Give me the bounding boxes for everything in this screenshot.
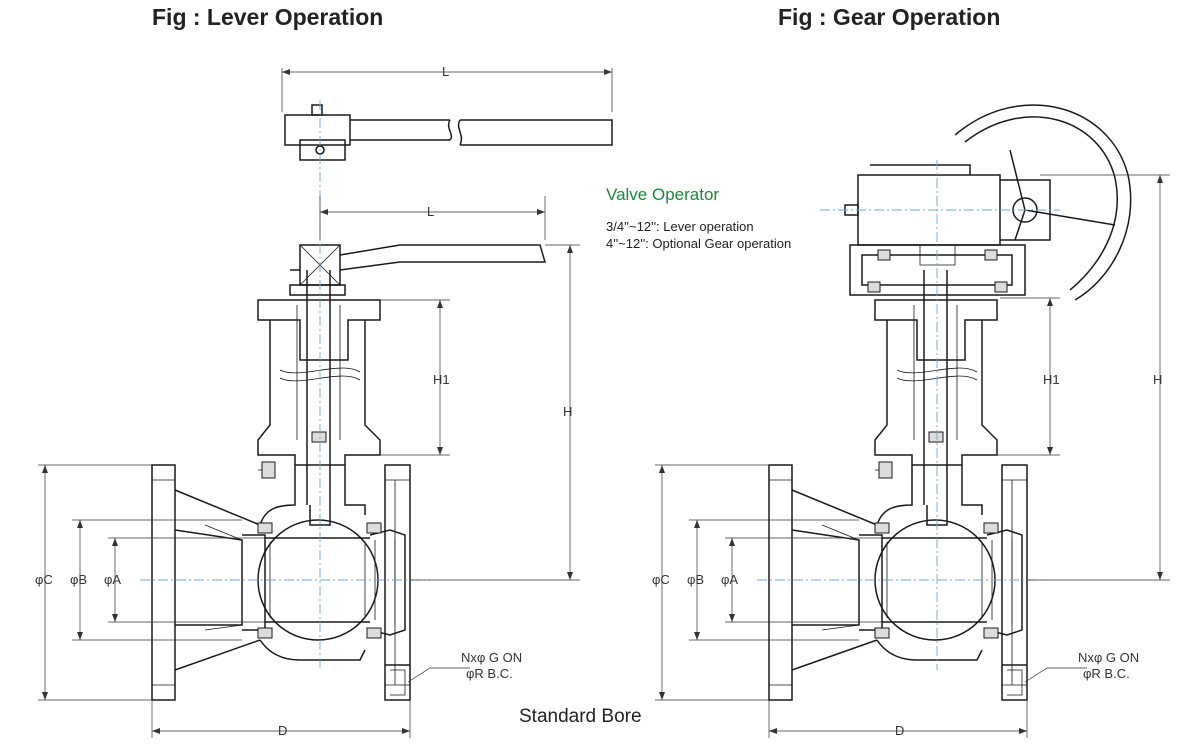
dim-D-gear: D xyxy=(895,723,905,738)
dim-bolt-lever-1: Nxφ G ON xyxy=(461,650,523,665)
dim-H-lever: H xyxy=(563,404,573,419)
valve-operator-lever-note: 3/4''~12'': Lever operation xyxy=(606,219,754,234)
dim-phiB-lever: φB xyxy=(70,572,88,587)
valve-operator-gear-note: 4''~12'': Optional Gear operation xyxy=(606,236,792,251)
gear-figure-title: Fig : Gear Operation xyxy=(778,4,1001,30)
dim-H1-lever: H1 xyxy=(433,372,450,387)
dim-phiB-gear: φB xyxy=(687,572,705,587)
lever-figure-title: Fig : Lever Operation xyxy=(152,4,384,30)
dim-H1-gear: H1 xyxy=(1043,372,1060,387)
dim-phiC-lever: φC xyxy=(35,572,53,587)
dim-phiA-lever: φA xyxy=(104,572,122,587)
dim-bolt-gear-2: φR B.C. xyxy=(1083,666,1130,681)
bore-caption: Standard Bore xyxy=(519,706,642,727)
dim-D-lever: D xyxy=(278,723,288,738)
dim-phiC-gear: φC xyxy=(652,572,670,587)
dim-H-gear: H xyxy=(1153,372,1163,387)
dim-bolt-lever-2: φR B.C. xyxy=(466,666,513,681)
gear-valve-body xyxy=(768,269,1028,701)
lever-valve-body xyxy=(151,269,411,701)
dim-bolt-gear-1: Nxφ G ON xyxy=(1078,650,1140,665)
dim-L-lever: L xyxy=(427,204,435,219)
dim-L-top: L xyxy=(442,64,450,79)
dim-phiA-gear: φA xyxy=(721,572,739,587)
valve-operator-heading: Valve Operator xyxy=(606,185,720,204)
